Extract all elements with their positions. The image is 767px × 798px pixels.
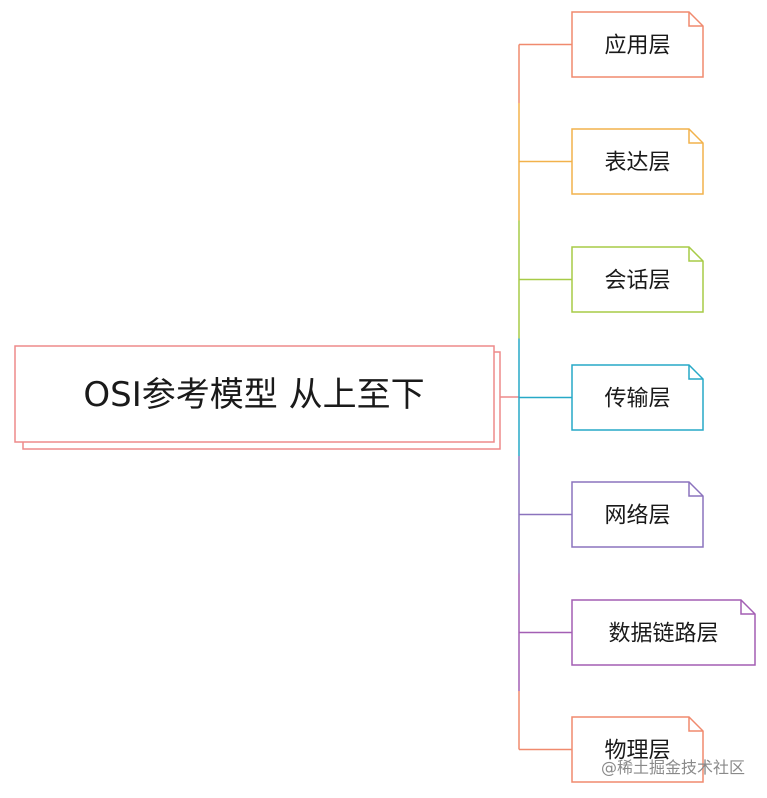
layer-node-session[interactable]: 会话层	[571, 246, 704, 313]
root-node-label: OSI参考模型 从上至下	[83, 375, 424, 415]
root-node-card	[14, 345, 495, 443]
layer-node-physical-box	[571, 716, 704, 783]
layer-node-physical-label: 物理层	[604, 739, 670, 764]
layer-node-transport-fold	[688, 365, 703, 380]
layer-node-network[interactable]: 网络层	[571, 481, 704, 548]
layer-node-session-box	[571, 246, 704, 313]
layer-node-presentation-fold	[688, 129, 703, 144]
layer-node-transport[interactable]: 传输层	[571, 364, 704, 431]
layer-node-data-link[interactable]: 数据链路层	[571, 599, 756, 666]
branch-connectors	[519, 43, 572, 751]
layer-node-data-link-box	[571, 599, 756, 666]
layer-node-physical[interactable]: 物理层	[571, 716, 704, 783]
root-node[interactable]: OSI参考模型 从上至下	[14, 345, 501, 450]
layer-node-presentation-label: 表达层	[604, 151, 670, 176]
layer-node-physical-fold	[688, 717, 703, 732]
layer-node-application[interactable]: 应用层	[571, 11, 704, 78]
layer-node-application-label: 应用层	[604, 34, 670, 59]
layer-node-presentation-box	[571, 128, 704, 195]
layer-node-transport-label: 传输层	[604, 387, 670, 412]
layer-node-session-label: 会话层	[604, 269, 670, 294]
layer-node-presentation[interactable]: 表达层	[571, 128, 704, 195]
layer-node-network-box	[571, 481, 704, 548]
layer-node-data-link-label: 数据链路层	[608, 622, 718, 647]
layer-node-application-box	[571, 11, 704, 78]
layer-node-session-fold	[688, 247, 703, 262]
layer-node-transport-box	[571, 364, 704, 431]
layer-node-data-link-fold	[740, 600, 755, 615]
layer-node-network-label: 网络层	[604, 504, 670, 529]
layer-node-network-fold	[688, 482, 703, 497]
watermark-text: @稀土掘金技术社区	[601, 758, 745, 777]
layer-node-application-fold	[688, 12, 703, 27]
watermark: @稀土掘金技术社区	[601, 758, 745, 777]
